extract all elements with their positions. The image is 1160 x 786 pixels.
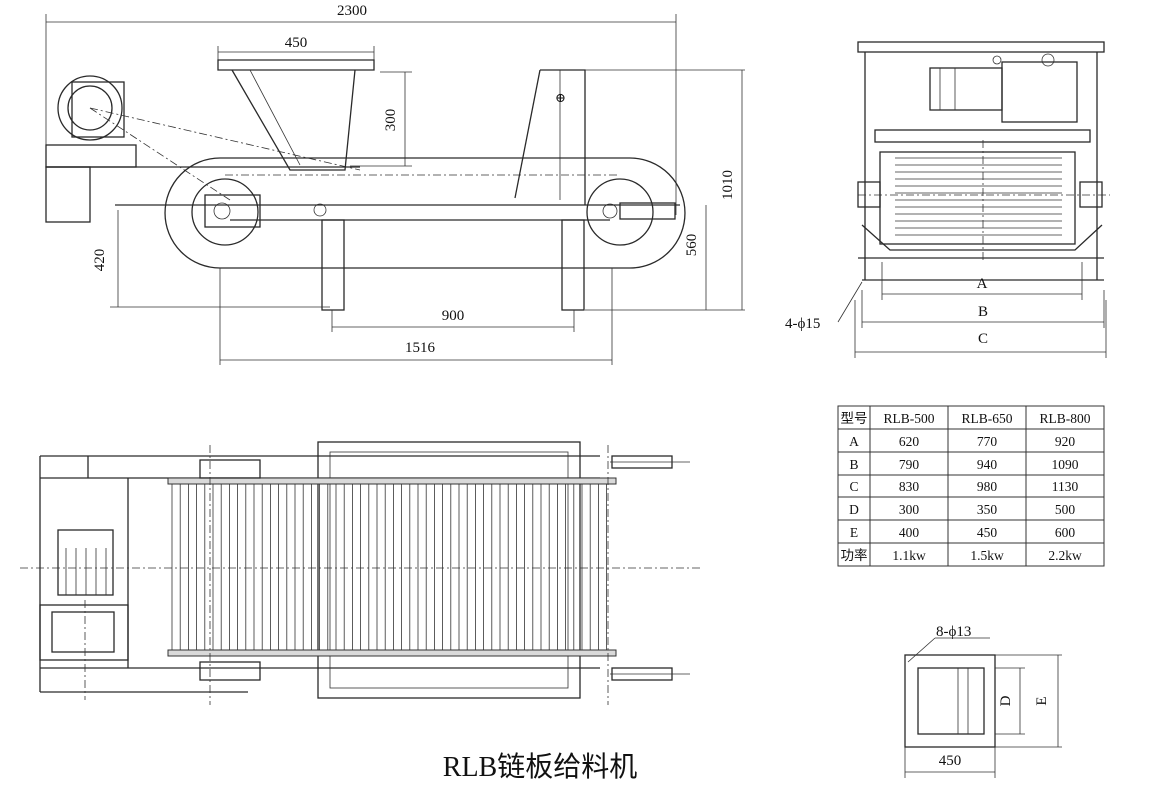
plan-frame xyxy=(317,441,581,699)
table-header-model: 型号 xyxy=(841,411,868,426)
flange-outline xyxy=(904,654,996,748)
dim-hopper-height: 300 xyxy=(383,109,399,132)
table-cell: 1.5kw xyxy=(970,548,1004,563)
end-motor xyxy=(929,67,1003,111)
plan-slats xyxy=(171,484,607,650)
motor-housing xyxy=(57,75,123,141)
table-cell: 920 xyxy=(1055,434,1076,449)
plan-chain-bottom xyxy=(167,649,617,657)
table-cell: B xyxy=(849,457,858,472)
dim-b: B xyxy=(978,304,988,320)
front-leg xyxy=(321,219,345,311)
table-cell: 770 xyxy=(977,434,998,449)
plan-chain-top xyxy=(167,477,617,485)
table-cell: 600 xyxy=(1055,525,1076,540)
table-cell: 功率 xyxy=(841,547,868,563)
table-header-col-3: RLB-800 xyxy=(1039,411,1090,426)
dim-leg-span: 900 xyxy=(442,308,465,324)
table-cell: 350 xyxy=(977,502,998,517)
svg-text:⊕: ⊕ xyxy=(555,90,566,105)
table-cell: 1130 xyxy=(1052,479,1079,494)
flange-holes-label: 8-ϕ13 xyxy=(936,624,971,640)
dim-overall-length: 2300 xyxy=(337,3,367,19)
table-header-col-2: RLB-650 xyxy=(961,411,1012,426)
tail-sprocket xyxy=(586,178,654,246)
end-view: A B C 4-ϕ15 xyxy=(785,41,1110,358)
dim-total-height: 1010 xyxy=(720,170,736,200)
table-cell: 300 xyxy=(899,502,920,517)
table-cell: 2.2kw xyxy=(1048,548,1082,563)
table-header-col-1: RLB-500 xyxy=(883,411,934,426)
table-cell: 400 xyxy=(899,525,920,540)
table-cell: 790 xyxy=(899,457,920,472)
drive-sprocket xyxy=(191,178,259,246)
table-cell: 620 xyxy=(899,434,920,449)
chain-loop xyxy=(164,157,686,269)
side-view: 2300 450 300 ⊕ xyxy=(45,3,745,365)
hopper-top-flange xyxy=(217,59,375,71)
plan-view xyxy=(20,441,700,705)
end-holes-label: 4-ϕ15 xyxy=(785,316,820,332)
table-cell: 940 xyxy=(977,457,998,472)
table-cell: E xyxy=(850,525,858,540)
dim-base-length: 1516 xyxy=(405,340,436,356)
end-drum xyxy=(879,151,1076,245)
flange-dim-e: E xyxy=(1034,696,1050,705)
spec-table: 型号 RLB-500 RLB-650 RLB-800 A 620 770 920… xyxy=(837,405,1105,567)
dim-axle-height: 420 xyxy=(92,249,108,272)
table-cell: 500 xyxy=(1055,502,1076,517)
rear-leg xyxy=(561,219,585,311)
table-cell: 980 xyxy=(977,479,998,494)
table-cell: 830 xyxy=(899,479,920,494)
motor-base xyxy=(45,166,91,223)
dim-c: C xyxy=(978,331,988,347)
dim-hopper-width: 450 xyxy=(285,35,308,51)
table-cell: D xyxy=(849,502,859,517)
table-cell: 450 xyxy=(977,525,998,540)
table-cell: 1.1kw xyxy=(892,548,926,563)
table-cell: 1090 xyxy=(1052,457,1079,472)
plan-motor xyxy=(57,529,114,596)
flange-view: D E 450 8-ϕ13 xyxy=(904,624,1062,778)
dim-a: A xyxy=(977,276,988,292)
drawing-title: RLB链板给料机 xyxy=(443,751,637,783)
flange-dim-width: 450 xyxy=(939,753,962,769)
flange-dim-d: D xyxy=(998,695,1014,706)
dim-frame-height: 560 xyxy=(684,234,700,257)
table-cell: C xyxy=(849,479,858,494)
table-cell: A xyxy=(849,434,859,449)
